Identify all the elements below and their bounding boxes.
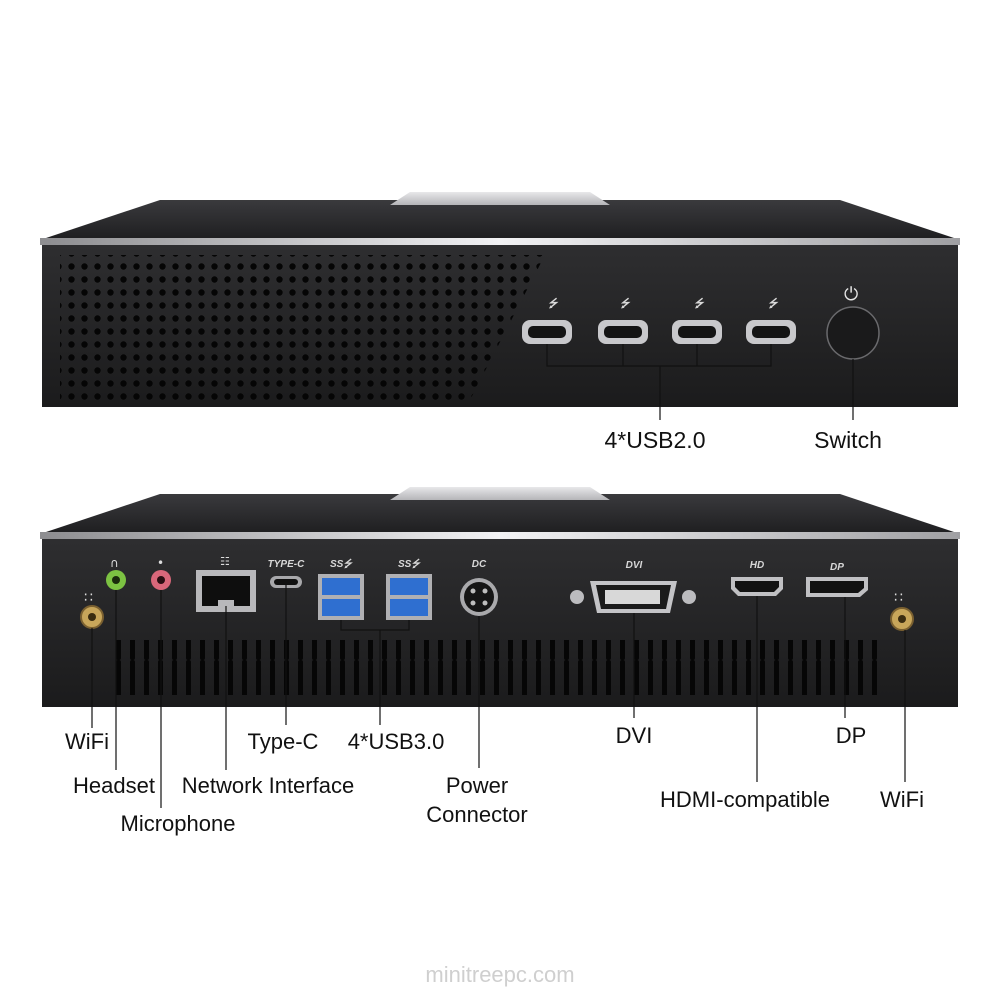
label-microphone: Microphone xyxy=(121,811,236,836)
label-headset: Headset xyxy=(73,773,155,798)
label-power-connector-line2: Connector xyxy=(426,802,528,827)
dvi-port[interactable]: DVI xyxy=(570,560,696,613)
ss-usb-icon: SS⭍ xyxy=(330,558,353,570)
front-trim xyxy=(40,238,960,245)
label-power-connector-line1: Power xyxy=(446,773,508,798)
dc-power-port[interactable]: DC xyxy=(460,559,498,616)
usb-icon: ⭍ xyxy=(694,297,705,310)
usb2-port-1[interactable]: ⭍ xyxy=(522,297,572,344)
hdmi-port-text: HD xyxy=(750,560,764,571)
dp-port-text: DP xyxy=(830,562,844,573)
label-dp: DP xyxy=(836,723,867,748)
rear-trim xyxy=(40,532,960,539)
power-switch[interactable]: ⏻ xyxy=(826,284,880,360)
usb2-port-3[interactable]: ⭍ xyxy=(672,297,722,344)
microphone-jack[interactable]: • xyxy=(151,556,171,590)
rear-panel: ∷ ∩ • ☷ TYPE-C SS⭍ xyxy=(40,487,960,836)
rear-top-notch xyxy=(390,487,610,500)
usb2-label: 4*USB2.0 xyxy=(604,427,705,453)
label-wifi-right: WiFi xyxy=(880,787,924,812)
dc-port-text: DC xyxy=(472,559,487,570)
label-usb3: 4*USB3.0 xyxy=(348,729,445,754)
front-callout-lines xyxy=(546,344,854,420)
rear-case-top xyxy=(40,494,960,534)
microphone-icon: • xyxy=(157,556,164,570)
label-dvi: DVI xyxy=(616,723,653,748)
displayport-port[interactable]: DP xyxy=(806,562,868,597)
usb-icon: ⭍ xyxy=(620,297,631,310)
network-icon: ☷ xyxy=(220,555,230,568)
usb3-ports[interactable]: SS⭍ SS⭍ xyxy=(318,558,432,620)
usb2-port-2[interactable]: ⭍ xyxy=(598,297,648,344)
front-panel: ⭍ ⭍ ⭍ ⭍ ⏻ xyxy=(40,192,960,453)
label-type-c: Type-C xyxy=(248,729,319,754)
watermark: minitreepc.com xyxy=(425,962,574,987)
network-port[interactable]: ☷ xyxy=(196,555,256,612)
front-top-notch xyxy=(390,192,610,205)
wifi-antenna-right[interactable]: ∷ xyxy=(890,590,914,631)
usb-icon: ⭍ xyxy=(548,297,559,310)
power-icon: ⏻ xyxy=(844,284,858,305)
switch-label: Switch xyxy=(814,427,882,453)
front-vent-grill xyxy=(60,255,545,400)
wifi-antenna-left[interactable]: ∷ xyxy=(80,590,104,629)
wifi-icon: ∷ xyxy=(894,590,903,606)
headset-jack[interactable]: ∩ xyxy=(106,556,126,590)
label-hdmi: HDMI-compatible xyxy=(660,787,830,812)
rear-callout-lines xyxy=(91,585,906,808)
rear-vent-slots xyxy=(116,640,886,695)
type-c-port-text: TYPE-C xyxy=(268,559,305,570)
usb2-port-4[interactable]: ⭍ xyxy=(746,297,796,344)
type-c-port[interactable]: TYPE-C xyxy=(268,559,305,588)
label-wifi-left: WiFi xyxy=(65,729,109,754)
front-case-top xyxy=(40,200,960,240)
ss-usb-icon: SS⭍ xyxy=(398,558,421,570)
usb-icon: ⭍ xyxy=(768,297,779,310)
headphone-icon: ∩ xyxy=(110,556,119,570)
dvi-port-text: DVI xyxy=(626,560,643,571)
label-network-interface: Network Interface xyxy=(182,773,354,798)
hdmi-port[interactable]: HD xyxy=(731,560,783,596)
wifi-icon: ∷ xyxy=(84,590,93,606)
